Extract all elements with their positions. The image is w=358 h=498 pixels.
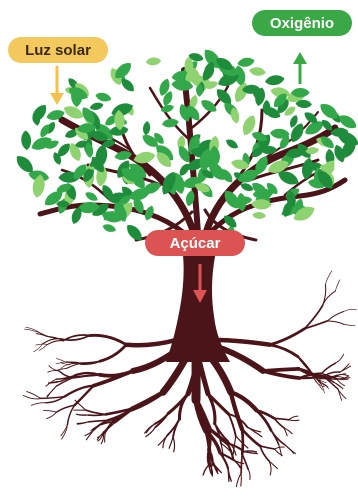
root: [31, 403, 45, 406]
root: [39, 344, 47, 350]
root: [270, 345, 298, 357]
leaf: [160, 103, 175, 114]
oxygen-label: Oxigênio: [270, 15, 334, 32]
root: [88, 414, 105, 415]
root: [241, 454, 242, 473]
root: [173, 437, 174, 452]
oxygen-label-badge: Oxigênio: [252, 10, 352, 36]
root: [327, 312, 343, 321]
root: [77, 422, 89, 424]
sugar-label-badge: Açúcar: [145, 230, 245, 256]
root: [274, 418, 288, 419]
root: [236, 473, 241, 487]
leaf: [94, 91, 112, 103]
root: [131, 392, 163, 409]
root: [340, 366, 351, 372]
leaf: [146, 57, 162, 66]
root: [89, 335, 126, 344]
sunlight-label: Luz solar: [25, 42, 91, 59]
root: [327, 321, 344, 324]
root: [242, 454, 248, 469]
root: [229, 414, 236, 436]
root: [242, 429, 243, 454]
root: [126, 340, 176, 345]
leaf: [249, 66, 267, 77]
leaf: [84, 190, 100, 203]
root: [46, 412, 56, 419]
root: [203, 465, 209, 475]
leaf: [89, 101, 104, 111]
sunlight-label-badge: Luz solar: [8, 37, 108, 63]
leaf: [102, 222, 118, 233]
sugar-label: Açúcar: [170, 235, 221, 252]
root: [335, 354, 343, 363]
root: [60, 363, 68, 365]
root: [47, 386, 56, 396]
oxygen-arrow-up-icon: [293, 52, 307, 84]
sunlight-arrow-down-icon: [50, 66, 64, 105]
root: [289, 416, 298, 420]
root: [289, 420, 299, 421]
root: [323, 285, 326, 306]
root: [67, 405, 74, 425]
root: [344, 309, 357, 311]
leaf: [224, 137, 240, 151]
root: [169, 437, 173, 448]
root: [263, 369, 299, 371]
root: [335, 280, 339, 291]
root: [344, 324, 355, 325]
root: [248, 469, 250, 479]
leaf: [252, 211, 266, 219]
root: [179, 394, 188, 419]
root: [34, 344, 43, 352]
root: [155, 413, 168, 427]
root: [260, 446, 275, 449]
leaf: [21, 130, 32, 150]
root: [56, 358, 66, 362]
root: [24, 329, 40, 333]
root: [271, 430, 279, 444]
root: [86, 410, 106, 414]
root: [270, 329, 305, 345]
root: [269, 461, 271, 475]
root: [44, 410, 57, 412]
root: [48, 341, 64, 345]
root: [220, 340, 270, 345]
root: [244, 451, 257, 452]
leaf: [264, 74, 285, 87]
root: [284, 444, 293, 453]
root: [66, 363, 80, 368]
leaf: [142, 121, 151, 136]
root: [100, 345, 126, 362]
root: [325, 271, 331, 285]
